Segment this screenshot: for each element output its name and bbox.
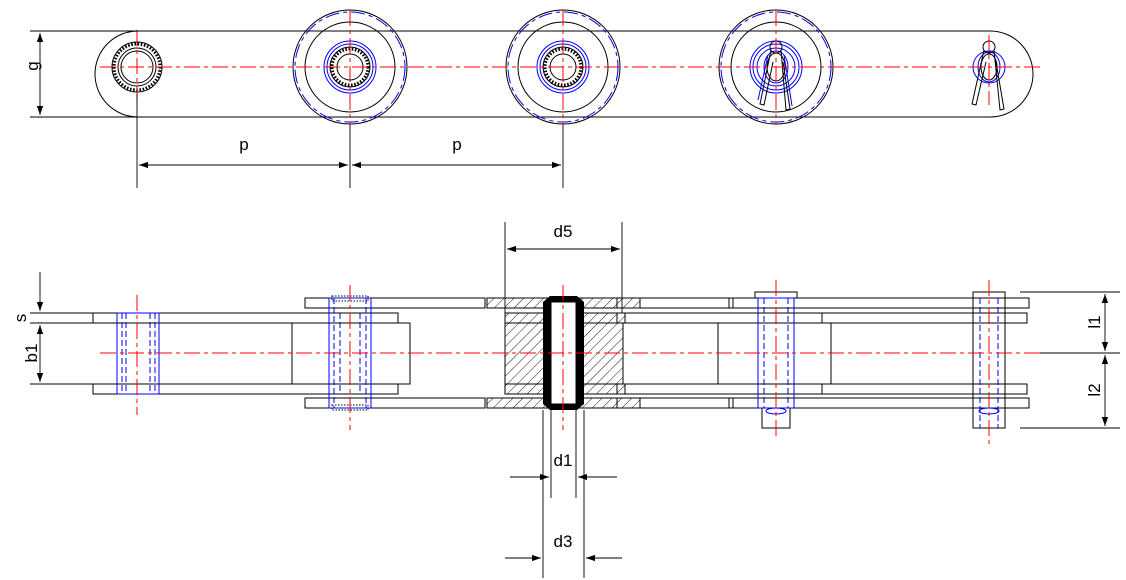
- dim-label-p-right: p: [452, 135, 461, 154]
- dim-label-l2: l2: [1085, 383, 1104, 396]
- dimension-d1: d1: [510, 410, 617, 498]
- dim-label-d1: d1: [554, 451, 573, 470]
- dimension-g: g: [23, 30, 138, 118]
- dimension-d3: d3: [505, 410, 622, 578]
- dim-label-d5: d5: [554, 222, 573, 241]
- dimension-l1-l2: l1 l2: [1020, 291, 1120, 429]
- dim-label-s: s: [11, 314, 30, 323]
- dim-label-l1: l1: [1085, 315, 1104, 328]
- dim-label-g: g: [23, 61, 42, 70]
- top-view: g p p: [23, 9, 1040, 188]
- dim-label-d3: d3: [554, 532, 573, 551]
- dim-label-b1: b1: [22, 344, 41, 363]
- dimension-s-b1: s b1: [11, 272, 117, 385]
- top-link-plate: [94, 30, 1034, 118]
- dim-label-p-left: p: [239, 135, 248, 154]
- dimension-p: p p: [136, 94, 564, 188]
- dimension-d5: d5: [504, 222, 623, 313]
- side-view: d5 s b1 l1 l2 d1: [11, 222, 1120, 578]
